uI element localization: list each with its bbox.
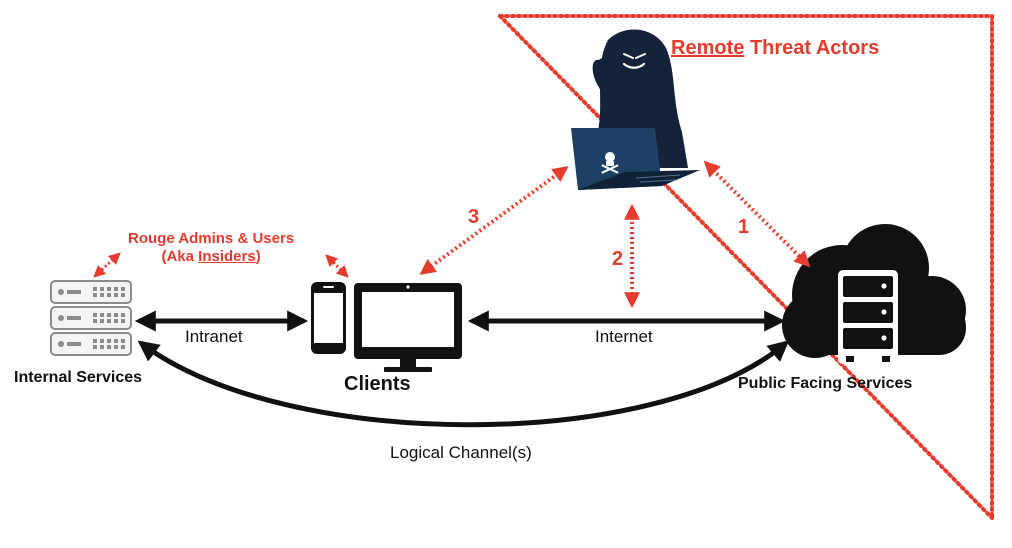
monitor-icon: [354, 283, 462, 372]
node-public-label: Public Facing Services: [738, 375, 913, 392]
threat-zone-title-rest: Threat Actors: [744, 37, 880, 59]
smartphone-icon: [311, 282, 346, 354]
insiders-label-line1: Rouge Admins & Users: [128, 230, 295, 247]
link-intranet-label: Intranet: [185, 327, 243, 346]
attack-path-label-2: 2: [612, 248, 624, 270]
threat-zone-title-emphasis: Remote: [671, 37, 745, 59]
insiders-label-emphasis: Insiders: [198, 248, 256, 265]
attack-path-label-3: 3: [468, 206, 480, 228]
link-logical-arrow: [137, 340, 790, 428]
attack-path-3-arrow: [419, 166, 569, 275]
insiders-label: Rouge Admins & Users (Aka Insiders): [128, 230, 294, 266]
cloud-server-icon: [782, 224, 966, 364]
link-logical-label: Logical Channel(s): [390, 443, 532, 462]
insiders-label-prefix: (Aka: [161, 248, 199, 265]
threat-zone-title: Remote Threat Actors: [671, 37, 879, 60]
node-internal-label: Internal Services: [14, 369, 143, 386]
insiders-label-line2: (Aka Insiders): [128, 248, 294, 266]
insiders-label-suffix: ): [255, 248, 261, 265]
insider-server-arrow: [93, 252, 121, 278]
server-rack-icon: [50, 280, 132, 356]
node-clients-label: Clients: [344, 373, 411, 395]
attack-path-label-1: 1: [738, 216, 750, 238]
link-internet-label: Internet: [595, 327, 653, 346]
insider-client-arrow: [325, 254, 349, 278]
hacker-laptop-icon: [571, 29, 700, 190]
attack-path-1-arrow: [703, 160, 811, 268]
